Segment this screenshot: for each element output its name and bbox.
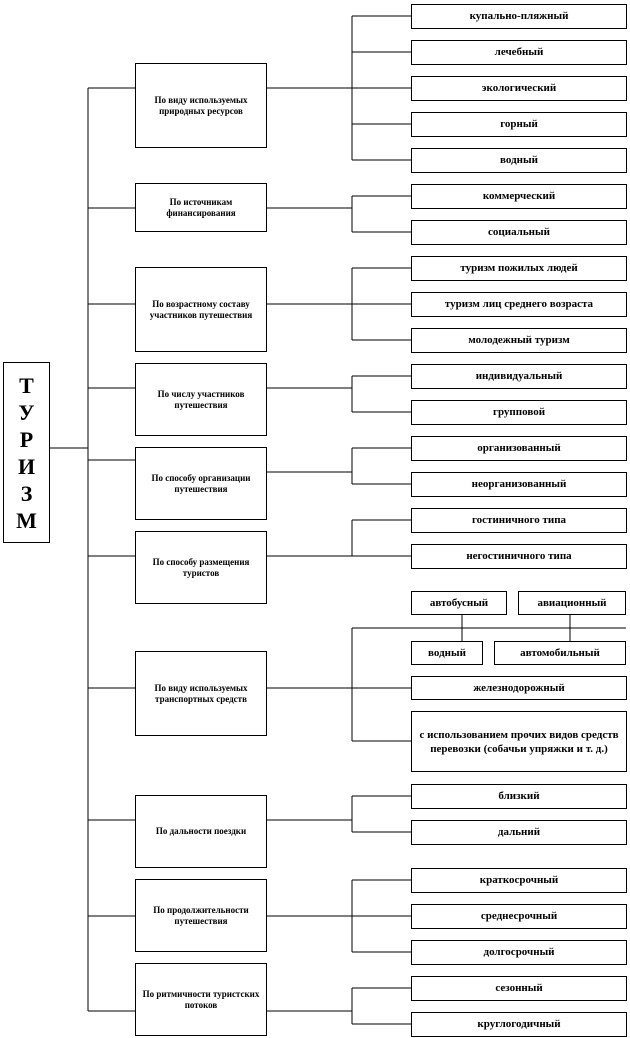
leaf-node: неорганизованный <box>411 472 627 497</box>
leaf-node: долгосрочный <box>411 940 627 965</box>
category-natural-resources: По виду используемых природных ресурсов <box>135 63 267 148</box>
category-age: По возрастному составу участников путеше… <box>135 267 267 352</box>
leaf-node: водный <box>411 148 627 173</box>
root-tourism: Т У Р И З М <box>3 362 50 543</box>
category-duration: По продолжительности путешествия <box>135 879 267 952</box>
leaf-node: туризм пожилых людей <box>411 256 627 281</box>
leaf-node: автомобильный <box>494 641 626 665</box>
category-rhythm: По ритмичности туристских потоков <box>135 963 267 1036</box>
leaf-node: гостиничного типа <box>411 508 627 533</box>
leaf-node: среднесрочный <box>411 904 627 929</box>
root-letter: Р <box>19 426 34 452</box>
leaf-node: коммерческий <box>411 184 627 209</box>
leaf-node: горный <box>411 112 627 137</box>
category-participants: По числу участников путешествия <box>135 363 267 436</box>
leaf-node: лечебный <box>411 40 627 65</box>
leaf-node: сезонный <box>411 976 627 1001</box>
leaf-node: негостиничного типа <box>411 544 627 569</box>
leaf-node: с использованием прочих видов средств пе… <box>411 711 627 772</box>
leaf-node: групповой <box>411 400 627 425</box>
leaf-node: организованный <box>411 436 627 461</box>
leaf-node: водный <box>411 641 483 665</box>
leaf-node: купально-пляжный <box>411 4 627 29</box>
leaf-node: туризм лиц среднего возраста <box>411 292 627 317</box>
root-letter: И <box>17 453 36 479</box>
leaf-node: краткосрочный <box>411 868 627 893</box>
category-financing: По источникам финансирования <box>135 183 267 232</box>
leaf-node: автобусный <box>411 591 507 615</box>
root-letter: М <box>16 507 37 533</box>
root-letter: У <box>18 399 35 425</box>
category-transport: По виду используемых транспортных средст… <box>135 651 267 736</box>
leaf-node: авиационный <box>518 591 626 615</box>
leaf-node: социальный <box>411 220 627 245</box>
category-accommodation: По способу размещения туристов <box>135 531 267 604</box>
leaf-node: близкий <box>411 784 627 809</box>
leaf-node: индивидуальный <box>411 364 627 389</box>
root-letter: Т <box>19 372 34 398</box>
category-distance: По дальности поездки <box>135 795 267 868</box>
leaf-node: железнодорожный <box>411 676 627 700</box>
leaf-node: молодежный туризм <box>411 328 627 353</box>
root-letter: З <box>20 480 33 506</box>
leaf-node: дальний <box>411 820 627 845</box>
category-organization: По способу организации путешествия <box>135 447 267 520</box>
leaf-node: круглогодичный <box>411 1012 627 1037</box>
leaf-node: экологический <box>411 76 627 101</box>
